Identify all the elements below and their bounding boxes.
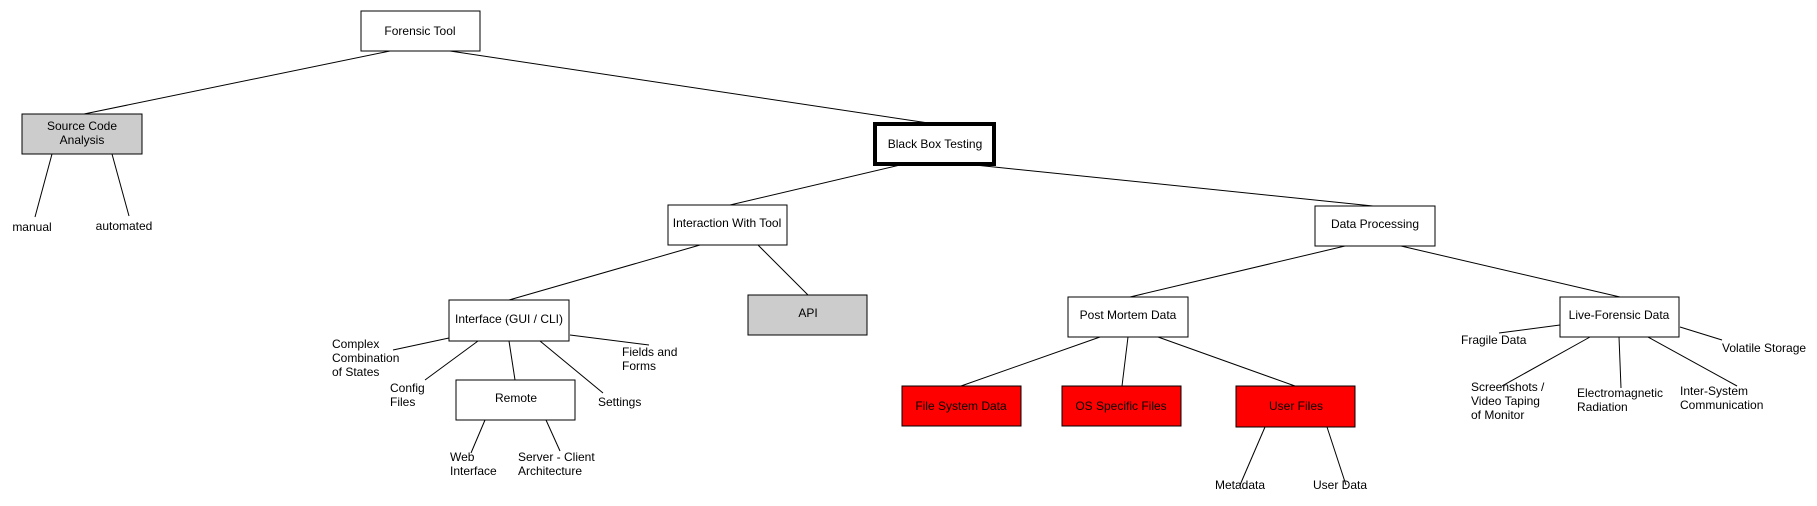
edge-forensic-tool-to-source-code [83,50,391,115]
leaf-inter-system-line1: Inter-System [1680,384,1748,398]
node-os-specific-files-label: OS Specific Files [1075,399,1166,413]
edge-black-box-to-interaction [729,164,901,206]
leaf-fragile-data-label: Fragile Data [1461,333,1527,347]
leaf-volatile-storage-label: Volatile Storage [1722,341,1806,355]
node-api-label: API [798,306,817,320]
edge-live-forensic-to-fragile [1498,324,1561,334]
node-interface-label: Interface (GUI / CLI) [455,312,563,326]
edge-live-forensic-to-screenshots [1501,336,1591,387]
leaf-config-files-line2: Files [390,395,415,409]
node-source-code-analysis-label-line2: Analysis [60,133,105,147]
node-live-forensic-data: Live-Forensic Data [1559,296,1680,338]
edges [34,50,1738,486]
leaf-web-interface-line2: Interface [450,464,497,478]
leaf-complex-combination-line2: Combination [332,351,399,365]
edge-data-processing-to-post-mortem [1129,245,1346,298]
leaf-manual-label: manual [12,220,51,234]
leaf-screenshots-line2: Video Taping [1471,394,1540,408]
node-user-files-label: User Files [1269,399,1323,413]
node-post-mortem-data-label: Post Mortem Data [1080,308,1177,322]
edge-post-mortem-to-user-files [1157,336,1296,387]
edge-user-files-to-metadata [1239,426,1266,486]
edge-interaction-to-api [757,244,809,296]
node-interface: Interface (GUI / CLI) [448,299,570,342]
node-forensic-tool-label: Forensic Tool [384,24,455,38]
node-post-mortem-data: Post Mortem Data [1067,296,1189,338]
leaf-fields-and-forms-line2: Forms [622,359,656,373]
leaf-complex-combination-line3: of States [332,365,379,379]
node-source-code-analysis: Source Code Analysis [21,113,143,155]
node-forensic-tool: Forensic Tool [360,10,481,52]
node-remote: Remote [455,379,576,421]
leaf-metadata-label: Metadata [1215,478,1265,492]
node-data-processing: Data Processing [1314,205,1436,247]
leaf-electromagnetic-line1: Electromagnetic [1577,386,1663,400]
edge-interface-to-fields [569,334,650,346]
edge-live-forensic-to-inter-system [1647,336,1738,387]
edge-post-mortem-to-file-system [960,336,1101,387]
edge-interface-to-config [424,340,479,381]
edge-forensic-tool-to-black-box [449,50,936,125]
leaf-screenshots-line1: Screenshots / [1471,380,1545,394]
leaf-settings-label: Settings [598,395,641,409]
edge-interface-to-remote [508,340,516,381]
leaf-electromagnetic-line2: Radiation [1577,400,1628,414]
node-source-code-analysis-label-line1: Source Code [47,119,117,133]
edge-black-box-to-data-processing [974,164,1374,207]
node-black-box-testing: Black Box Testing [873,122,996,166]
node-os-specific-files: OS Specific Files [1061,385,1182,427]
edge-source-code-to-manual [34,153,53,218]
node-remote-label: Remote [495,391,537,405]
leaf-web-interface-line1: Web [450,450,475,464]
node-user-files: User Files [1235,385,1356,428]
leaf-config-files-line1: Config [390,381,425,395]
edge-source-code-to-automated [111,153,130,217]
edge-live-forensic-to-electromagnetic [1618,336,1622,389]
node-interaction-with-tool: Interaction With Tool [667,204,788,246]
edge-live-forensic-to-volatile [1679,326,1723,341]
leaf-server-client-line2: Architecture [518,464,582,478]
leaf-screenshots-line3: of Monitor [1471,408,1524,422]
leaf-complex-combination-line1: Complex [332,337,379,351]
edge-data-processing-to-live-forensic [1400,245,1621,298]
edge-interaction-to-interface [508,244,701,301]
node-interaction-with-tool-label: Interaction With Tool [673,216,782,230]
edge-post-mortem-to-os-specific [1121,336,1129,387]
edge-user-files-to-user-data [1326,426,1347,486]
leaf-user-data-label: User Data [1313,478,1367,492]
node-api: API [747,294,868,336]
edge-interface-to-settings [539,340,604,394]
edge-remote-to-web [470,419,486,454]
leaf-server-client-line1: Server - Client [518,450,595,464]
leaf-automated-label: automated [96,219,153,233]
edge-interface-to-complex [392,337,450,351]
edge-remote-to-server [545,419,561,452]
node-data-processing-label: Data Processing [1331,217,1419,231]
leaf-inter-system-line2: Communication [1680,398,1763,412]
leaf-fields-and-forms-line1: Fields and [622,345,677,359]
node-file-system-data-label: File System Data [915,399,1007,413]
node-live-forensic-data-label: Live-Forensic Data [1569,308,1670,322]
node-file-system-data: File System Data [901,385,1022,427]
node-black-box-testing-label: Black Box Testing [888,137,983,151]
